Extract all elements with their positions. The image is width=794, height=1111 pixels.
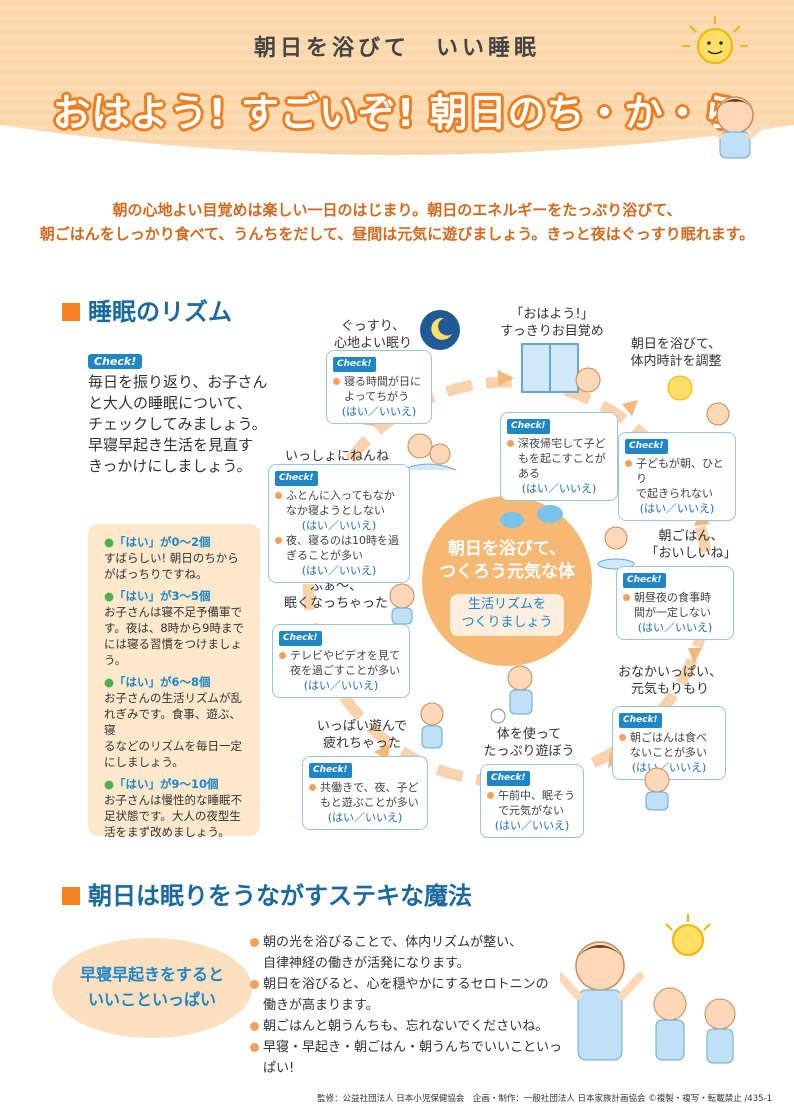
node-label-tired: いっぱい遊んで疲れちゃった bbox=[316, 719, 408, 751]
magic-point: 朝の光を浴びることで、体内リズムが整い、自律神経の働きが活発になります。 bbox=[250, 932, 570, 974]
benefit-bubble bbox=[52, 938, 252, 1038]
benefit-line-2: いいこといっぱい bbox=[87, 990, 216, 1009]
center-slogan: 朝日を浴びて、 つくろう元気な体 bbox=[422, 538, 592, 584]
header-background bbox=[0, 0, 794, 155]
answer-choice: (はい／いいえ) bbox=[494, 819, 570, 832]
happy-children-illustration bbox=[560, 914, 736, 1064]
answer-choice: (はい／いいえ) bbox=[301, 519, 377, 532]
node-label-good-morning: 「おはよう!」すっきりお目覚め bbox=[500, 307, 604, 339]
desc-line: 早寝早起き生活を見直す bbox=[88, 436, 254, 454]
check-badge: Check! bbox=[279, 631, 322, 646]
check-box-tv-video: Check! テレビやビデオを見て夜を過ごすことが多い (はい／いいえ) bbox=[272, 624, 410, 698]
check-item: 午前中、眠そうで元気がない bbox=[487, 788, 577, 818]
benefit-line-1: 早寝早起きをすると bbox=[79, 965, 224, 984]
intro-line-2: 朝ごはんをしっかり食べて、うんちをだして、昼間は元気に遊びましょう。きっと夜はぐ… bbox=[39, 225, 755, 243]
tired-child-icon bbox=[420, 702, 444, 749]
node-label-body-clock: 朝日を浴びて、体内時計を調整 bbox=[630, 337, 722, 369]
magic-point: 朝日を浴びると、心を穏やかにするセロトニンの働きが高まります。 bbox=[250, 974, 570, 1016]
check-item: 朝昼夜の食事時間が一定しない bbox=[623, 590, 727, 620]
check-item: ふとんに入ってもなかなか寝ようとしない bbox=[275, 488, 403, 518]
check-box-sleepy-morning: Check! 午前中、眠そうで元気がない (はい／いいえ) bbox=[480, 764, 584, 838]
magic-section-title: 朝日は眠りをうながすステキな魔法 bbox=[62, 876, 472, 911]
check-box-bedtime: Check! ふとんに入ってもなかなか寝ようとしない (はい／いいえ) 夜、寝る… bbox=[268, 464, 410, 583]
birds-icon bbox=[500, 505, 563, 528]
node-label-sleepy: ふぁ〜、眠くなっちゃった bbox=[284, 579, 389, 611]
check-badge: Check! bbox=[333, 357, 376, 372]
answer-choice: (はい／いいえ) bbox=[341, 405, 417, 418]
benefit-text: 早寝早起きをすると いいこといっぱい bbox=[52, 962, 252, 1012]
check-badge: Check! bbox=[507, 419, 550, 434]
check-item: 寝る時間が日によってちがう bbox=[333, 374, 425, 404]
legend-item: ●「はい」が0〜2個 すばらしい! 朝日のちからがばっちりですね。 bbox=[104, 535, 239, 581]
desc-line: きっかけにしましょう。 bbox=[88, 457, 252, 475]
yawning-child-icon bbox=[389, 583, 415, 625]
check-badge: Check! bbox=[625, 439, 668, 454]
legend-item: ●「はい」が9〜10個 お子さんは慢性的な睡眠不足状態です。大人の夜型生 活をま… bbox=[104, 777, 242, 839]
answer-choice: (はい／いいえ) bbox=[327, 811, 403, 824]
check-item: 共働きで、夜、子どもと遊ぶことが多い bbox=[309, 780, 421, 810]
check-box-night-play: Check! 共働きで、夜、子どもと遊ぶことが多い (はい／いいえ) bbox=[302, 756, 428, 830]
intro-line-1: 朝の心地よい目覚めは楽しい一日のはじまり。朝日のエネルギーをたっぷり浴びて、 bbox=[112, 201, 682, 219]
magic-title-text: 朝日は眠りをうながすステキな魔法 bbox=[88, 882, 472, 910]
playing-child-icon bbox=[490, 665, 533, 724]
center-btn-line-1: 生活リズムを bbox=[467, 597, 546, 612]
node-label-play: 体を使ってたっぷり遊ぼう bbox=[483, 727, 575, 759]
check-badge-text: Check! bbox=[88, 354, 143, 369]
rhythm-title-text: 睡眠のリズム bbox=[88, 298, 232, 326]
check-item: テレビやビデオを見て夜を過ごすことが多い bbox=[279, 648, 403, 678]
check-box-skip-breakfast: Check! 朝ごはんは食べないことが多い (はい／いいえ) bbox=[612, 706, 726, 780]
header-title: おはよう! すごいぞ! 朝日のち・か・ら bbox=[52, 91, 742, 135]
answer-choice: (はい／いいえ) bbox=[521, 482, 597, 495]
footer-credits: 監修：公益社団法人 日本小児保健協会 企画・制作：一般社団法人 日本家族計画協会… bbox=[317, 1094, 772, 1104]
rhythm-description: 毎日を振り返り、お子さん と大人の睡眠について、 チェックしてみましょう。 早寝… bbox=[88, 372, 278, 477]
check-item: 朝ごはんは食べないことが多い bbox=[619, 730, 719, 760]
magic-point: 早寝・早起き・朝ごはん・朝うんちでいいこといっぱい! bbox=[250, 1037, 570, 1079]
legend-item: ●「はい」が3〜5個 お子さんは寝不足予備軍です。夜は、8時から9時まで には寝… bbox=[104, 589, 244, 667]
sleeping-family-icon bbox=[401, 433, 457, 471]
sun-icon bbox=[667, 375, 730, 426]
check-badge: Check! bbox=[619, 713, 662, 728]
center-rhythm-note: 生活リズムを つくりましょう bbox=[450, 594, 564, 636]
legend-item: ●「はい」が6〜8個 お子さんの生活リズムが乱れぎみです。食事、遊ぶ、寝 るなど… bbox=[104, 675, 242, 769]
score-legend-box: ●「はい」が0〜2個 すばらしい! 朝日のちからがばっちりですね。 ●「はい」が… bbox=[88, 524, 260, 839]
window-child-illustration bbox=[521, 343, 601, 393]
node-label-sleep-together: いっしょにねんね bbox=[284, 449, 389, 464]
magic-points-list: 朝の光を浴びることで、体内リズムが整い、自律神経の働きが活発になります。 朝日を… bbox=[250, 932, 570, 1079]
node-label-full-belly: おなかいっぱい、元気もりもり bbox=[617, 665, 722, 697]
section-marker bbox=[62, 887, 80, 905]
desc-line: チェックしてみましょう。 bbox=[88, 415, 267, 433]
check-badge: Check! bbox=[275, 471, 318, 486]
sun-child-illustration bbox=[682, 16, 769, 159]
check-item: 深夜帰宅して子どもを起こすことがある bbox=[507, 436, 611, 481]
moon-icon bbox=[420, 310, 460, 350]
check-item: 子どもが朝、ひとりで起きられない bbox=[625, 456, 729, 501]
check-item: 夜、寝るのは10時を過ぎることが多い bbox=[275, 533, 403, 563]
center-btn-line-2: つくりましょう bbox=[461, 615, 553, 630]
header-subtitle: 朝日を浴びて いい睡眠 bbox=[253, 36, 540, 61]
center-line-1: 朝日を浴びて、 bbox=[447, 539, 567, 559]
answer-choice: (はい／いいえ) bbox=[301, 564, 377, 577]
child-stretch-icon bbox=[644, 767, 670, 811]
header-banner bbox=[0, 0, 794, 170]
node-label-breakfast: 朝ごはん、「おいしいね」 bbox=[645, 529, 737, 561]
check-badge: Check! bbox=[623, 573, 666, 588]
check-box-wake-alone: Check! 子どもが朝、ひとりで起きられない (はい／いいえ) bbox=[618, 432, 736, 521]
check-box-late-return: Check! 深夜帰宅して子どもを起こすことがある (はい／いいえ) bbox=[500, 412, 618, 501]
check-box-meal-time: Check! 朝昼夜の食事時間が一定しない (はい／いいえ) bbox=[616, 566, 734, 640]
check-box-sleep-time: Check! 寝る時間が日によってちがう (はい／いいえ) bbox=[326, 350, 432, 424]
breakfast-child-icon bbox=[597, 526, 635, 570]
answer-choice: (はい／いいえ) bbox=[637, 621, 713, 634]
section-marker bbox=[62, 303, 80, 321]
answer-choice: (はい／いいえ) bbox=[303, 679, 379, 692]
magic-point: 朝ごはんと朝うんちも、忘れないでくださいね。 bbox=[250, 1016, 570, 1037]
node-label-sound-sleep: ぐっすり、心地よい眠り bbox=[333, 319, 412, 351]
rhythm-section-title: 睡眠のリズム bbox=[62, 292, 232, 327]
check-badge: Check! bbox=[309, 763, 352, 778]
desc-line: 毎日を振り返り、お子さん bbox=[88, 373, 268, 391]
center-line-2: つくろう元気な体 bbox=[439, 562, 575, 582]
rhythm-check-badge: Check! bbox=[88, 350, 143, 369]
desc-line: と大人の睡眠について、 bbox=[88, 394, 252, 412]
check-badge: Check! bbox=[487, 771, 530, 786]
answer-choice: (はい／いいえ) bbox=[639, 502, 715, 515]
